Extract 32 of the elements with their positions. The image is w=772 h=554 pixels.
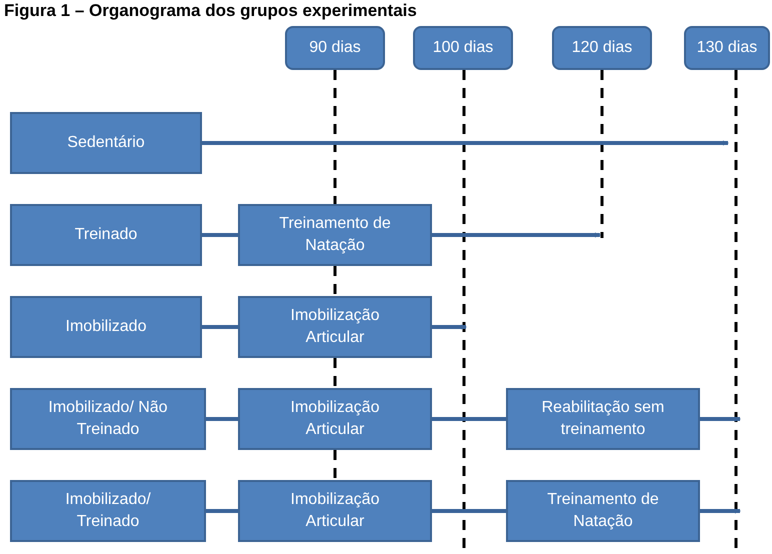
- dashed-timeline-line: [334, 358, 336, 388]
- group-box: Treinado: [10, 204, 202, 266]
- group-box: Imobilizado/ Não Treinado: [10, 388, 206, 450]
- connector-line: [206, 417, 238, 421]
- connector-line: [700, 416, 741, 422]
- dashed-timeline-line: [334, 70, 336, 204]
- connector-line: [432, 324, 467, 330]
- connector-line: [202, 140, 729, 146]
- group-box: Treinamento de Natação: [238, 204, 432, 266]
- day-label-box: 100 dias: [413, 26, 513, 70]
- group-box: Imobilização Articular: [238, 296, 432, 358]
- dashed-timeline-line: [334, 450, 336, 480]
- group-box: Imobilizado/ Treinado: [10, 480, 206, 542]
- group-box: Reabilitação sem treinamento: [506, 388, 700, 450]
- group-box: Imobilização Articular: [238, 388, 432, 450]
- connector-line: [432, 509, 506, 513]
- connector-line: [202, 233, 238, 237]
- diagram-title: Figura 1 – Organograma dos grupos experimentais: [4, 0, 417, 22]
- day-label-box: 90 dias: [285, 26, 385, 70]
- group-box: Treinamento de Natação: [506, 480, 700, 542]
- group-box: Imobilizado: [10, 296, 202, 358]
- connector-line: [206, 509, 238, 513]
- connector-line: [202, 325, 238, 329]
- dashed-timeline-line: [334, 266, 336, 296]
- connector-line: [432, 232, 601, 238]
- day-label-box: 130 dias: [684, 26, 770, 70]
- day-label-box: 120 dias: [552, 26, 652, 70]
- connector-line: [700, 508, 741, 514]
- group-box: Sedentário: [10, 112, 202, 174]
- group-box: Imobilização Articular: [238, 480, 432, 542]
- connector-line: [432, 417, 506, 421]
- dashed-timeline-line: [600, 70, 604, 238]
